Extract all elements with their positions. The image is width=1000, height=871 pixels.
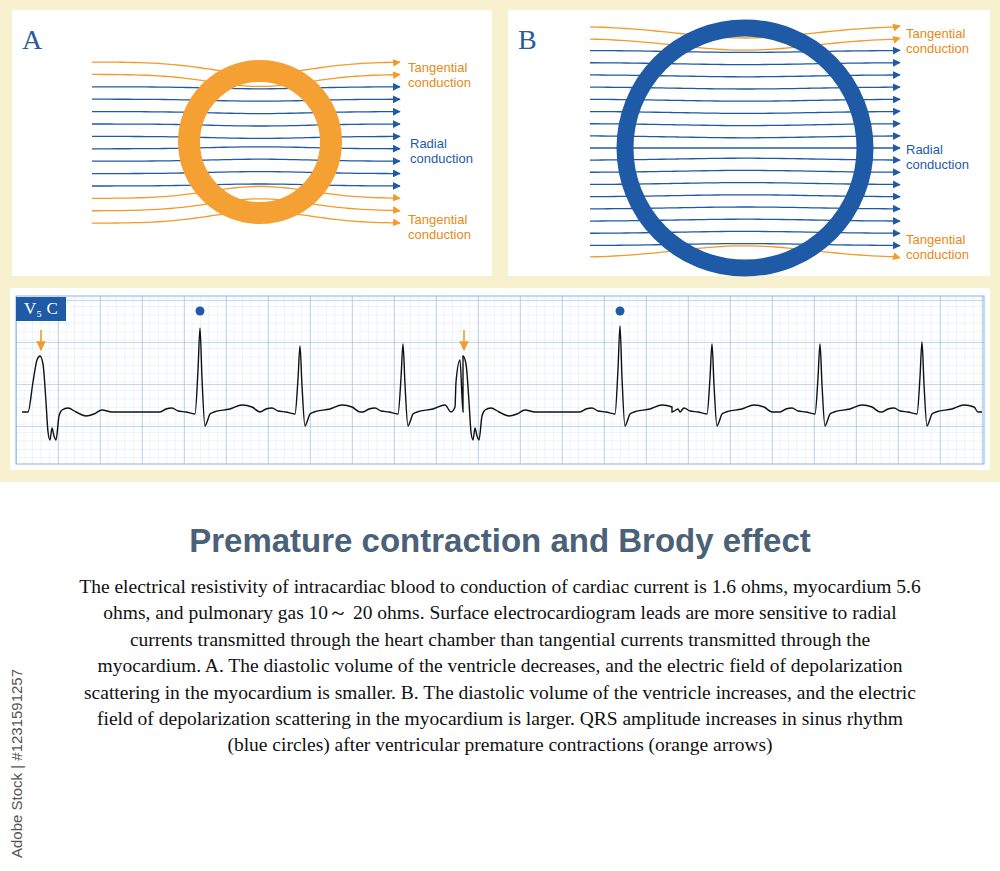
radial-line	[92, 124, 400, 126]
ecg-panel: V₅ C	[10, 288, 990, 470]
sinus-dot	[196, 307, 205, 316]
pvc-arrow	[40, 330, 42, 350]
radial-line	[92, 147, 400, 149]
ecg-ground	[10, 288, 990, 470]
large-ventricle-ring	[625, 28, 865, 268]
radial-line	[590, 158, 900, 160]
panel-a-ground	[12, 10, 492, 276]
radial-line	[92, 159, 400, 161]
panel-letter: B	[518, 26, 537, 54]
background-band	[0, 0, 1000, 482]
radial-line	[590, 170, 900, 172]
radial-line	[92, 87, 400, 89]
ecg-trace	[22, 307, 982, 441]
lead-name: V₅ C	[16, 297, 66, 321]
radial-line	[590, 219, 900, 221]
radial-line	[590, 124, 900, 126]
panel-b-ground	[508, 10, 990, 276]
radial-line	[590, 147, 900, 148]
radial-line	[590, 136, 900, 138]
radial-line	[590, 75, 900, 77]
radial-line	[590, 231, 900, 233]
conduction-label: Radial conduction	[410, 136, 490, 166]
sinus-dot	[616, 307, 625, 316]
radial-line	[92, 99, 400, 101]
radial-line	[590, 50, 900, 52]
field-lines-b	[590, 26, 900, 258]
tangential-line	[590, 38, 900, 50]
conduction-label: Tangential conduction	[906, 232, 988, 262]
conduction-label: Tangential conduction	[408, 60, 490, 90]
ecg-grid	[16, 296, 984, 464]
caption: The electrical resistivity of intracardi…	[78, 574, 922, 759]
panel-letter: A	[22, 26, 42, 54]
radial-line	[92, 136, 400, 138]
pvc-arrow	[463, 330, 465, 350]
conduction-label: Tangential conduction	[906, 26, 988, 56]
conduction-label: Tangential conduction	[408, 212, 490, 242]
watermark: Adobe Stock | #1231591257	[9, 628, 24, 858]
title: Premature contraction and Brody effect	[0, 522, 1000, 560]
radial-line	[92, 184, 400, 186]
radial-line	[92, 112, 400, 114]
tangential-line	[92, 186, 400, 198]
conduction-label: Radial conduction	[906, 142, 988, 172]
ecg-waveform	[22, 326, 982, 440]
field-lines-a	[92, 62, 400, 223]
small-ventricle-ring	[189, 71, 331, 213]
radial-line	[92, 172, 400, 174]
radial-line	[590, 63, 900, 65]
tangential-line	[590, 246, 900, 258]
